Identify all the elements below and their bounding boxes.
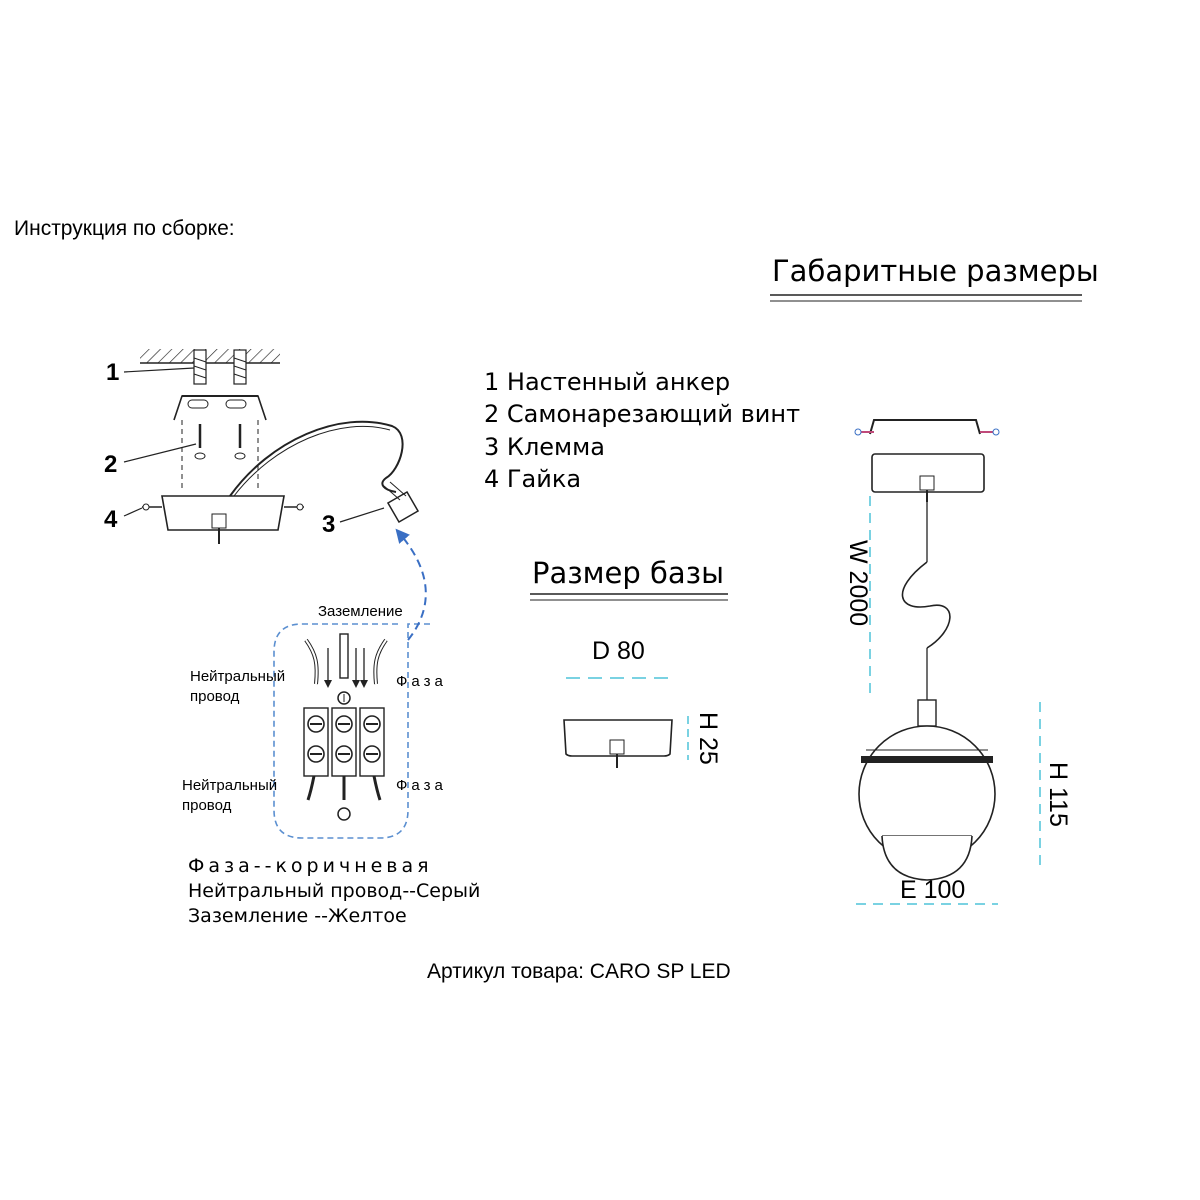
- parts-legend: 1 Настенный анкер 2 Самонарезающий винт …: [484, 368, 800, 493]
- ground-label: Заземление: [318, 603, 403, 620]
- base-size-section: Размер базы D 80 H 25: [530, 556, 728, 768]
- self-tapping-screw-right: [234, 424, 246, 460]
- pendant-bracket: [869, 419, 981, 435]
- shade-band: [861, 756, 993, 763]
- wiring-detail: Заземление: [182, 528, 447, 839]
- ground-symbol-bottom-icon: [337, 807, 351, 821]
- callout-2: 2: [104, 451, 117, 478]
- pendant-cable-break: [901, 561, 951, 649]
- wiring-arrow: [395, 528, 427, 641]
- callout-3: 3: [322, 511, 335, 538]
- mounting-bracket: [173, 395, 267, 421]
- nut-left: [142, 503, 162, 511]
- shade-holder: [917, 699, 937, 727]
- callout-4: 4: [104, 506, 118, 533]
- wall-anchor-right: [233, 349, 247, 385]
- canopy: [161, 495, 285, 544]
- wire-color-notes: Фаза--коричневая Нейтральный провод--Сер…: [188, 855, 480, 927]
- overall-dimensions-drawing: W 2000 H 115 E 100: [844, 419, 1072, 905]
- color-note-ground: Заземление --Желтое: [188, 905, 407, 927]
- terminal-block: [383, 481, 420, 524]
- callout-1: 1: [106, 359, 119, 386]
- lower-wire: [306, 775, 316, 801]
- legend-item: 3 Клемма: [484, 433, 605, 461]
- base-outline: [563, 719, 673, 757]
- legend-item: 4 Гайка: [484, 465, 581, 493]
- bracket-screw-head: [992, 428, 1000, 436]
- base-height-label: H 25: [694, 712, 722, 765]
- base-size-title: Размер базы: [532, 556, 724, 590]
- color-note-phase: Фаза--коричневая: [188, 855, 433, 877]
- wall-anchor-left: [193, 349, 207, 385]
- legend-item: 2 Самонарезающий винт: [484, 400, 800, 428]
- wiring-frame: [273, 623, 430, 839]
- supply-cable: [229, 420, 404, 497]
- dimensions-title: Габаритные размеры: [772, 254, 1099, 288]
- bracket-screw-head: [854, 428, 862, 436]
- nut-right: [284, 503, 304, 511]
- pendant-canopy-nut: [919, 475, 935, 491]
- ceiling-hatch: [140, 349, 280, 363]
- terminal-strip: [303, 707, 385, 777]
- wire-ends: [304, 633, 388, 688]
- lower-wire: [372, 775, 382, 801]
- article-number: Артикул товара: CARO SP LED: [427, 960, 731, 983]
- cable-length-label: W 2000: [844, 540, 872, 626]
- phase-label-bottom: Фаза: [396, 777, 447, 794]
- self-tapping-screw-left: [194, 424, 206, 460]
- neutral-label-bottom: Нейтральный провод: [182, 777, 281, 814]
- supply-cable-inner: [233, 426, 391, 497]
- assembly-instructions-title: Инструкция по сборке:: [14, 217, 235, 240]
- diffuser-bottom: [881, 835, 973, 881]
- callout-3-leader: [339, 507, 385, 523]
- callout-1-leader: [123, 367, 195, 373]
- phase-label-top: Фаза: [396, 673, 447, 690]
- callout-4-leader: [123, 507, 143, 517]
- assembly-diagram: 1 2 4 3: [104, 349, 420, 544]
- base-diameter-label: D 80: [592, 637, 645, 665]
- height-dimension-label: H 115: [1044, 762, 1072, 827]
- shade-width-label: E 100: [900, 876, 965, 904]
- base-nut: [609, 739, 625, 755]
- color-note-neutral: Нейтральный провод--Серый: [188, 880, 480, 902]
- legend-item: 1 Настенный анкер: [484, 368, 730, 396]
- callout-2-leader: [123, 443, 197, 463]
- neutral-label-top: Нейтральный провод: [190, 668, 289, 705]
